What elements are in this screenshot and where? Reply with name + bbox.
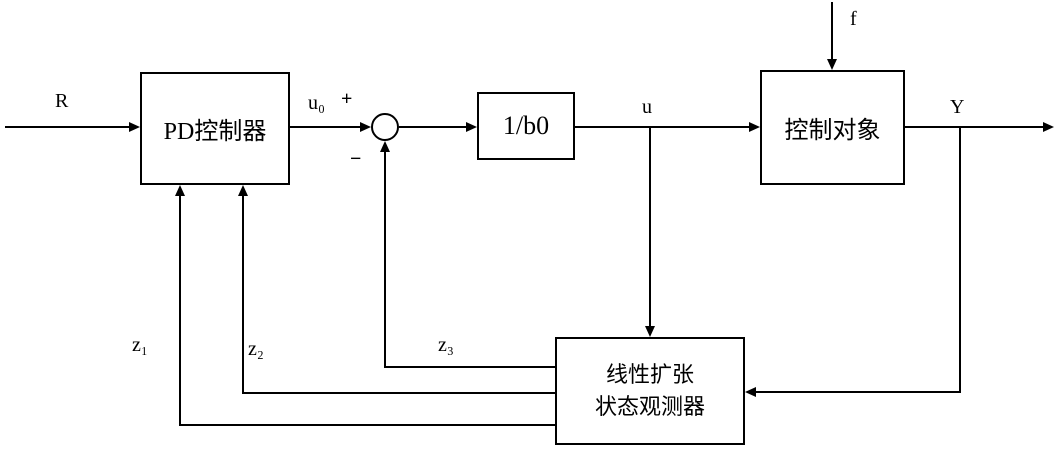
pd-to-sum-line xyxy=(290,126,360,128)
z3-arrowhead-icon xyxy=(380,141,390,152)
u-branch-line xyxy=(649,127,651,326)
z1-signal-label: z₁ xyxy=(132,334,148,356)
z2-horizontal-line xyxy=(242,392,555,394)
f-input-arrowhead-icon xyxy=(827,59,837,70)
z1-horizontal-line xyxy=(179,424,555,426)
pd-controller-label: PD控制器 xyxy=(163,119,267,145)
z2-signal-label: z₂ xyxy=(248,338,264,360)
sum-to-gain-line xyxy=(399,126,466,128)
z2-arrowhead-icon xyxy=(238,185,248,196)
u-signal-label: u xyxy=(642,96,652,118)
observer-label-line2: 状态观测器 xyxy=(594,394,705,419)
plant-block: 控制对象 xyxy=(760,70,905,185)
observer-label-line1: 线性扩张 xyxy=(605,362,694,388)
output-arrowhead-icon xyxy=(1043,122,1054,132)
plus-sign-label: + xyxy=(341,88,353,110)
y-branch-vertical-line xyxy=(959,127,961,393)
y-signal-label: Y xyxy=(950,96,965,118)
pd-to-sum-arrowhead-icon xyxy=(360,122,371,132)
z3-horizontal-line xyxy=(384,366,555,368)
z1-vertical-line xyxy=(179,196,181,425)
summing-junction xyxy=(371,113,399,141)
z1-arrowhead-icon xyxy=(175,185,185,196)
y-branch-horizontal-line xyxy=(756,391,960,393)
r-input-line xyxy=(5,126,129,128)
gain-to-plant-line xyxy=(575,126,749,128)
plant-to-output-line xyxy=(905,126,1043,128)
r-signal-label: R xyxy=(55,90,69,112)
observer-block: 线性扩张 状态观测器 xyxy=(555,337,745,445)
pd-controller-block: PD控制器 xyxy=(140,72,290,185)
f-signal-label: f xyxy=(850,8,857,30)
minus-sign-label: − xyxy=(350,148,362,170)
z3-vertical-line xyxy=(384,152,386,367)
z2-vertical-line xyxy=(242,196,244,393)
observer-label: 线性扩张 状态观测器 xyxy=(595,359,705,423)
gain-label: 1/b0 xyxy=(502,111,550,140)
u-branch-arrowhead-icon xyxy=(645,326,655,337)
sum-to-gain-arrowhead-icon xyxy=(466,122,477,132)
gain-to-plant-arrowhead-icon xyxy=(749,122,760,132)
gain-block: 1/b0 xyxy=(477,92,575,160)
f-input-line xyxy=(831,2,833,59)
u0-signal-label: u₀ xyxy=(308,92,325,114)
z3-signal-label: z₃ xyxy=(438,334,454,356)
r-input-arrowhead-icon xyxy=(129,122,140,132)
plant-label: 控制对象 xyxy=(784,118,881,144)
y-to-observer-arrowhead-icon xyxy=(745,387,756,397)
